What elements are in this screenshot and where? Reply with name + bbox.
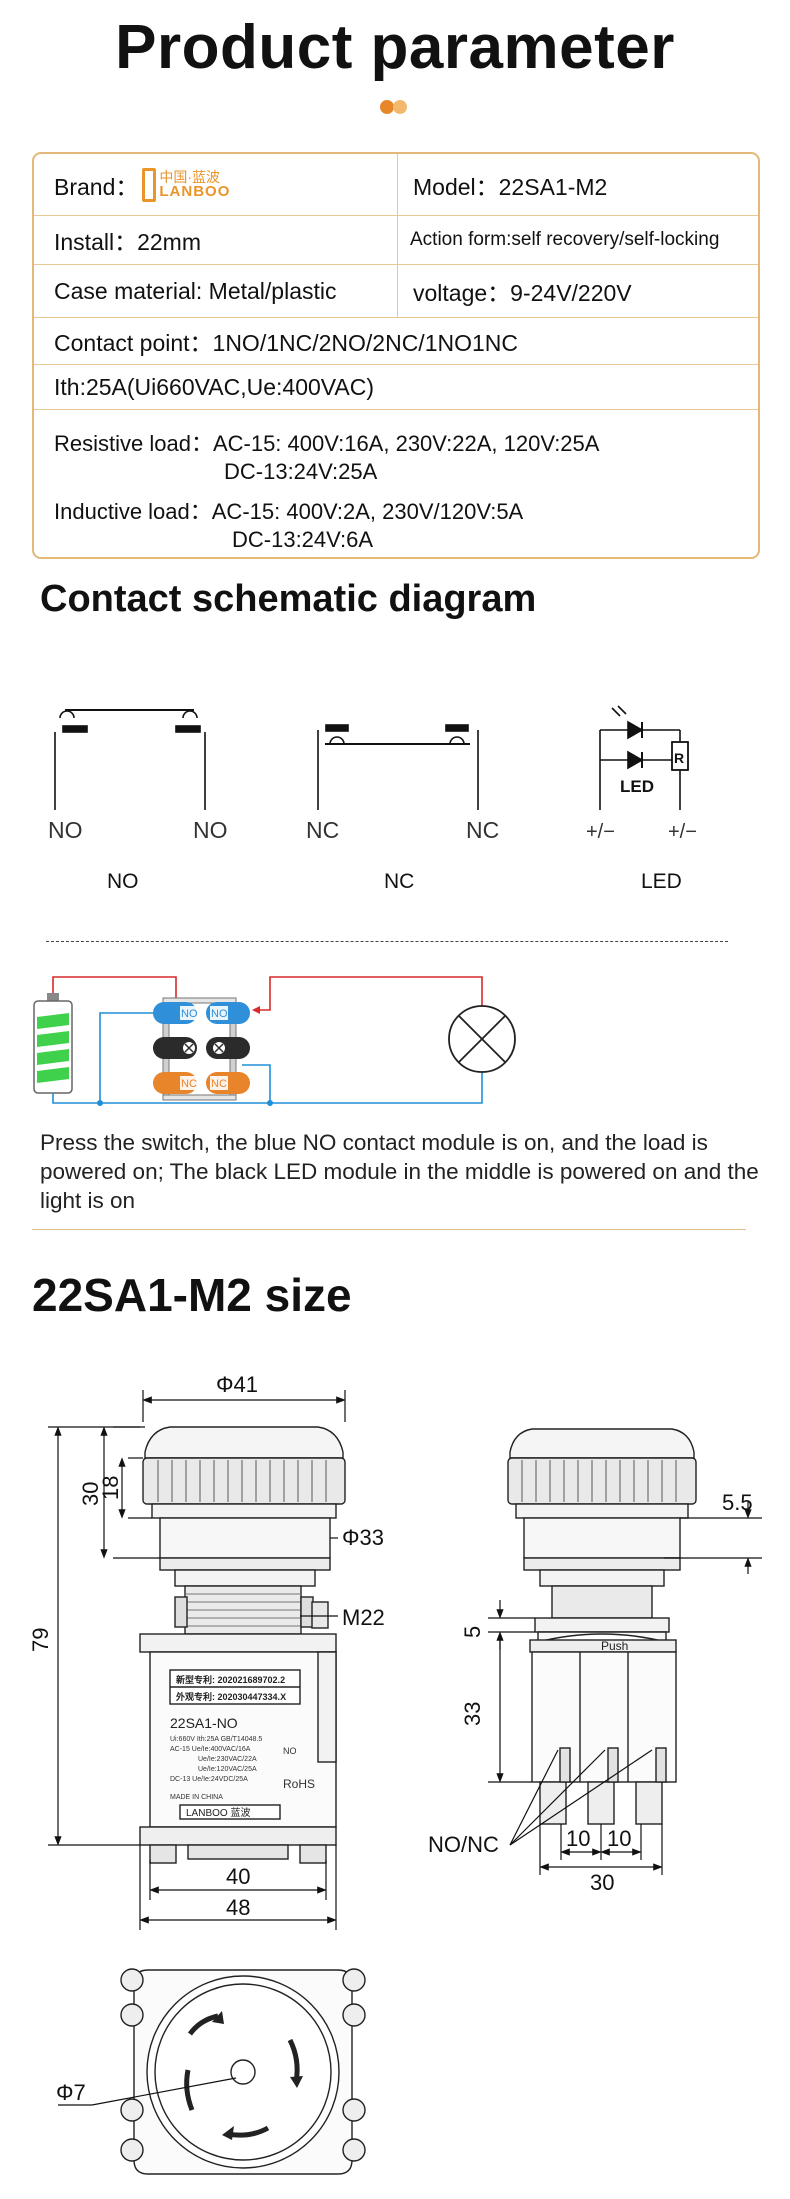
cell-model: Model：22SA1-M2 bbox=[413, 173, 608, 200]
led-symbol bbox=[599, 705, 689, 810]
lanboo-logo: 中国·蓝波 LANBOO bbox=[142, 167, 231, 202]
inductive-load-line2: DC-13:24V:6A bbox=[232, 527, 374, 552]
module-nc-left-label: NC bbox=[181, 1078, 197, 1090]
row-ith: Ith:25A(Ui660VAC,Ue:400VAC) bbox=[34, 365, 758, 410]
cell-brand: Brand： 中国·蓝波 LANBOO bbox=[34, 154, 398, 215]
wiring-diagram: NO NO NC NC bbox=[33, 976, 516, 1106]
dim-phi33: Φ33 bbox=[342, 1525, 384, 1550]
spec-line-4: Ue/Ie:120VAC/25A bbox=[198, 1766, 257, 1773]
parameter-table: Brand： 中国·蓝波 LANBOO Model：22SA1-M2 Insta… bbox=[32, 152, 760, 559]
spec-line-1: Ui:660V Ith:25A GB/T14048.5 bbox=[170, 1736, 262, 1743]
no-nc-label: NO/NC bbox=[428, 1832, 499, 1857]
no-left-label: NO bbox=[48, 817, 83, 843]
module-no-left-label: NO bbox=[181, 1008, 198, 1020]
side-dimension-lines bbox=[488, 1502, 762, 1875]
spec-line-3: Ue/Ie:230VAC/22A bbox=[198, 1756, 257, 1763]
dim-18: 18 bbox=[98, 1476, 123, 1500]
dim-phi41: Φ41 bbox=[216, 1372, 258, 1397]
made-in-china-label: MADE IN CHINA bbox=[170, 1794, 223, 1801]
dashed-divider bbox=[46, 941, 728, 942]
nc-contact-symbol bbox=[317, 724, 479, 810]
led-text: LED bbox=[620, 777, 654, 796]
page-title: Product parameter bbox=[115, 13, 675, 82]
inductive-load-line1: Inductive load：AC-15: 400V:2A, 230V/120V… bbox=[54, 499, 524, 524]
logo-en-text: LANBOO bbox=[159, 183, 231, 200]
rohs-label: RoHS bbox=[283, 1777, 315, 1791]
resistive-load-line1: Resistive load：AC-15: 400V:16A, 230V:22A… bbox=[54, 431, 600, 456]
cell-contact-point: Contact point：1NO/1NC/2NO/2NC/1NO1NC bbox=[54, 330, 518, 356]
decorative-dots bbox=[380, 100, 410, 114]
no-contact-symbol bbox=[54, 709, 206, 810]
cell-case-material: Case material: Metal/plastic bbox=[34, 265, 398, 317]
top-view bbox=[120, 1968, 366, 2175]
cell-install: Install：22mm bbox=[34, 216, 398, 264]
battery-icon bbox=[33, 993, 73, 1094]
dim-30: 30 bbox=[78, 1482, 103, 1506]
logo-mark-icon bbox=[142, 167, 157, 202]
led-left-label: +/− bbox=[586, 821, 615, 843]
front-model-label: 22SA1-NO bbox=[170, 1715, 238, 1731]
logo-cn-text: 中国·蓝波 bbox=[159, 169, 221, 185]
patent-label-1: 新型专利: 202021689702.2 bbox=[176, 1674, 285, 1685]
spec-line-5: DC-13 Ue/Ie:24VDC/25A bbox=[170, 1776, 248, 1783]
row-loads: Resistive load：AC-15: 400V:16A, 230V:22A… bbox=[34, 410, 758, 557]
dim-5-5: 5.5 bbox=[722, 1490, 753, 1515]
lamp-icon bbox=[448, 1005, 516, 1073]
wiring-description: Press the switch, the blue NO contact mo… bbox=[40, 1130, 759, 1213]
dim-48: 48 bbox=[226, 1895, 250, 1920]
spec-line-2: AC-15 Ue/Ie:400VAC/16A bbox=[170, 1746, 251, 1753]
resistor-label: R bbox=[674, 750, 684, 766]
dot-light-orange bbox=[393, 100, 407, 114]
dim-10-left: 10 bbox=[566, 1826, 590, 1851]
dim-5: 5 bbox=[460, 1626, 485, 1638]
nc-left-label: NC bbox=[306, 817, 339, 843]
dim-33: 33 bbox=[460, 1702, 485, 1726]
nc-right-label: NC bbox=[466, 817, 499, 843]
caption-nc: NC bbox=[384, 870, 414, 893]
front-view bbox=[139, 1426, 346, 1864]
small-no-label: NO bbox=[283, 1746, 297, 1756]
caption-led: LED bbox=[641, 870, 682, 893]
dim-10-right: 10 bbox=[607, 1826, 631, 1851]
dim-40: 40 bbox=[226, 1864, 250, 1889]
row-brand-model: Brand： 中国·蓝波 LANBOO Model：22SA1-M2 bbox=[34, 154, 758, 216]
caption-no: NO bbox=[107, 870, 139, 893]
blue-wire bbox=[52, 1012, 483, 1104]
schematic-diagram: NO NO NO NC NC NC R LED +/− +/− LED bbox=[48, 705, 697, 893]
module-nc-right-label: NC bbox=[211, 1078, 227, 1090]
action-form-value: self recovery/self-locking bbox=[511, 229, 720, 250]
cell-action-form: Action form: self recovery/self-locking bbox=[398, 216, 758, 264]
led-right-label: +/− bbox=[668, 821, 697, 843]
top-dimension-lines bbox=[58, 2077, 237, 2106]
dim-30-side: 30 bbox=[590, 1870, 614, 1895]
red-wire bbox=[52, 976, 483, 1011]
dim-phi7: Φ7 bbox=[56, 2080, 86, 2105]
row-install-action: Install：22mm Action form: self recovery/… bbox=[34, 216, 758, 265]
brand-plate-label: LANBOO 蓝波 bbox=[186, 1806, 250, 1819]
no-right-label: NO bbox=[193, 817, 228, 843]
row-case-voltage: Case material: Metal/plastic voltage：9-2… bbox=[34, 265, 758, 318]
module-stack bbox=[153, 997, 250, 1101]
row-contact-point: Contact point：1NO/1NC/2NO/2NC/1NO1NC bbox=[34, 318, 758, 365]
side-view bbox=[507, 1428, 697, 1825]
module-no-right-label: NO bbox=[211, 1008, 228, 1020]
push-label: Push bbox=[601, 1639, 628, 1653]
dim-79: 79 bbox=[28, 1628, 53, 1652]
brand-label: Brand： bbox=[54, 173, 139, 200]
dot-orange bbox=[380, 100, 394, 114]
patent-label-2: 外观专利: 202030447334.X bbox=[175, 1691, 286, 1702]
dim-m22: M22 bbox=[342, 1605, 385, 1630]
cell-ith: Ith:25A(Ui660VAC,Ue:400VAC) bbox=[54, 373, 375, 400]
front-dimension-lines bbox=[48, 1390, 346, 1930]
action-form-label: Action form: bbox=[410, 229, 512, 250]
size-title: 22SA1-M2 size bbox=[32, 1269, 352, 1321]
schematic-title: Contact schematic diagram bbox=[40, 578, 537, 620]
red-arrow-icon-2 bbox=[252, 1006, 260, 1014]
dimension-drawing: 新型专利: 202021689702.2 外观专利: 202030447334.… bbox=[28, 1372, 762, 2175]
resistive-load-line2: DC-13:24V:25A bbox=[224, 459, 378, 484]
cell-voltage: voltage：9-24V/220V bbox=[413, 280, 632, 306]
thin-divider bbox=[32, 1229, 746, 1230]
